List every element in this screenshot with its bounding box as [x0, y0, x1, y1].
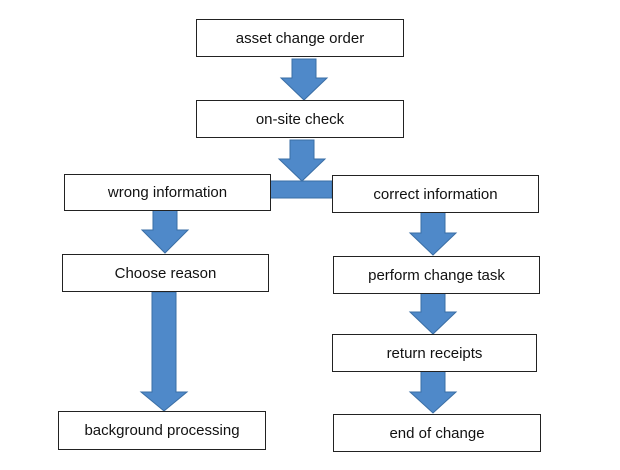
node-background-processing: background processing — [58, 411, 266, 450]
node-perform-change-task: perform change task — [333, 256, 540, 294]
node-end-of-change: end of change — [333, 414, 541, 452]
arrow-reason-to-background — [139, 291, 189, 412]
node-correct-information: correct information — [332, 175, 539, 213]
node-asset-change-order: asset change order — [196, 19, 404, 57]
arrow-order-to-check — [279, 58, 329, 101]
arrow-receipts-to-end — [408, 370, 458, 414]
arrow-check-to-branch — [277, 139, 327, 182]
arrow-perform-to-receipts — [408, 292, 458, 335]
node-choose-reason: Choose reason — [62, 254, 269, 292]
node-return-receipts: return receipts — [332, 334, 537, 372]
arrow-wrong-to-reason — [140, 209, 190, 254]
arrow-correct-to-perform — [408, 211, 458, 256]
node-wrong-information: wrong information — [64, 174, 271, 211]
branch-connector-bar — [269, 180, 333, 199]
node-on-site-check: on-site check — [196, 100, 404, 138]
